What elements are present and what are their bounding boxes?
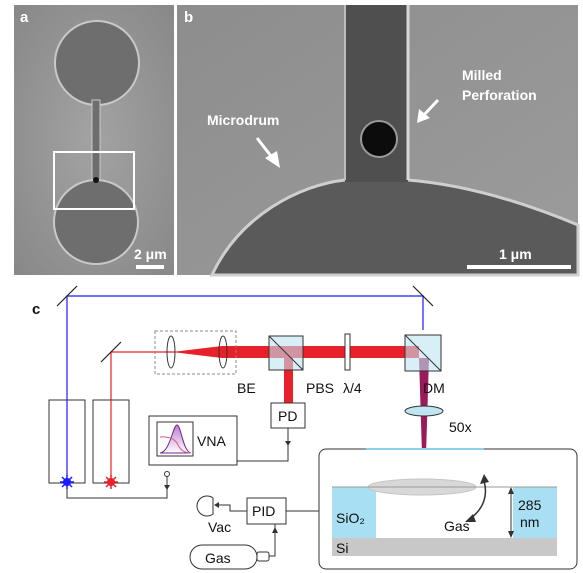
be-label: BE — [237, 380, 256, 396]
gas-flow-arrowhead-up — [480, 474, 489, 484]
vac-line-arrow — [214, 502, 219, 508]
depth-arrow-bottom — [508, 531, 514, 538]
scale-bar-a — [136, 265, 164, 269]
pbs-diagonal — [268, 335, 304, 371]
depth-arrow-top — [508, 487, 514, 494]
quarter-wave-plate — [344, 333, 351, 371]
gas-feed-line — [269, 524, 276, 557]
blue-laser-core — [63, 478, 71, 486]
zoom-box — [53, 151, 135, 210]
microdrum-cavity — [209, 178, 580, 277]
pbs-label: PBS — [306, 380, 334, 396]
red-laser-core — [107, 478, 115, 486]
vna-label: VNA — [197, 433, 226, 449]
vacuum-pump-icon — [196, 495, 214, 517]
objective-label: 50x — [449, 419, 472, 435]
mirror-red — [100, 341, 122, 363]
panel-c-letter: c — [32, 301, 40, 318]
si-substrate — [332, 538, 557, 556]
gas-valve-icon — [256, 551, 270, 562]
sio2-left-block — [332, 487, 376, 538]
mirror-blue-right — [412, 285, 434, 307]
gas-chamber-label: Gas — [444, 518, 470, 534]
red-beam-thick — [222, 346, 419, 358]
vna-output-port — [164, 471, 170, 477]
vac-label: Vac — [208, 519, 231, 535]
blue-beam — [66, 295, 424, 400]
panel-b: b Microdrum Milled Perforation 1 μm — [177, 5, 580, 277]
connecting-trench — [91, 99, 101, 183]
upper-microdrum — [54, 20, 140, 106]
depth-value-label: 285 — [518, 497, 542, 513]
red-beam-to-pd — [284, 358, 293, 403]
panel-b-letter: b — [184, 9, 193, 26]
gas-flow-arrow — [470, 480, 487, 519]
gas-bottle-label: Gas — [205, 550, 231, 566]
quarter-wave-label: λ/4 — [343, 380, 362, 396]
pd-wire-arrow — [285, 441, 291, 446]
scale-label-a: 2 μm — [134, 246, 167, 262]
pd-box — [270, 402, 306, 429]
dm-label: DM — [423, 380, 445, 396]
dm-diagonal — [404, 334, 442, 372]
sio2-label: SiO₂ — [336, 510, 365, 526]
red-beam-thin — [110, 351, 175, 400]
scale-bar-b — [467, 265, 571, 269]
panel-a: a 2 μm — [14, 5, 174, 275]
perforation-dot-a — [93, 177, 99, 183]
perforation-label-line1: Milled — [462, 67, 502, 83]
vna-phase-curve — [159, 436, 192, 454]
gas-feed-arrow — [272, 527, 278, 533]
microdrum-arrowhead — [265, 151, 280, 168]
si-label: Si — [336, 540, 348, 556]
panel-a-letter: a — [20, 9, 29, 26]
vac-line — [215, 504, 247, 512]
depth-unit-label: nm — [520, 514, 539, 530]
be-lens-2 — [218, 335, 228, 369]
combined-beam — [419, 358, 429, 518]
microdrum-label: Microdrum — [207, 112, 279, 128]
objective-lens — [404, 405, 444, 417]
perforation-arrow — [421, 98, 440, 118]
perforation-arrowhead — [417, 109, 430, 123]
scale-label-b: 1 μm — [499, 246, 532, 262]
beam-expander-box — [154, 330, 237, 375]
beam-expansion-cone — [172, 346, 222, 358]
gas-flow-arrowhead-down — [465, 514, 476, 522]
vna-resonance-peak — [159, 424, 192, 454]
perforation-label-line2: Perforation — [462, 87, 537, 103]
be-lens-1 — [166, 335, 176, 369]
mirror-blue-left — [56, 285, 78, 307]
vna-wire-arrow — [164, 485, 170, 490]
lower-microdrum — [53, 179, 139, 265]
panel-c: c BE PBS λ/4 DM 50x PD — [32, 285, 578, 570]
pd-to-vna-wire — [233, 428, 289, 462]
sio2-right-block — [513, 487, 557, 538]
pd-label: PD — [278, 408, 297, 424]
pid-label: PID — [252, 503, 275, 519]
milled-perforation — [360, 120, 398, 158]
pid-box — [246, 497, 287, 525]
